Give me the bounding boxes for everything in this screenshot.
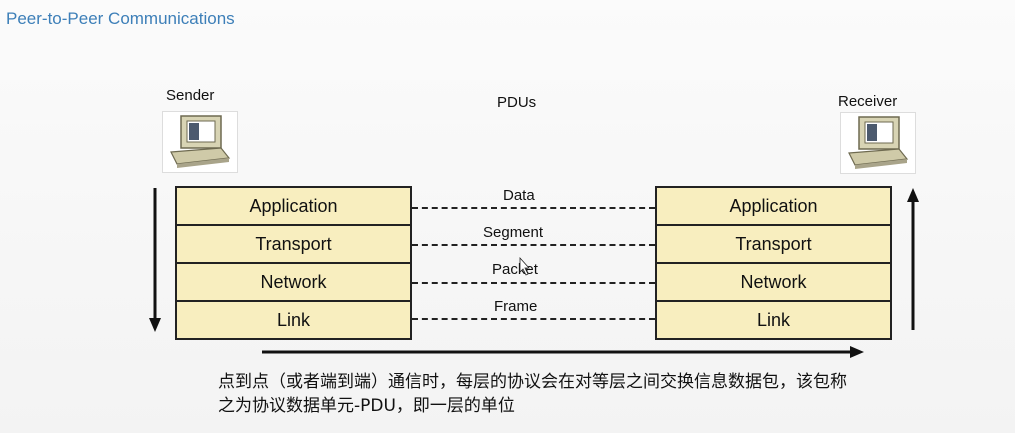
receiver-layer-stack: Application Transport Network Link <box>655 186 892 340</box>
page-title: Peer-to-Peer Communications <box>6 9 235 28</box>
sender-computer-icon <box>162 111 238 173</box>
sender-layer-network: Network <box>177 264 410 302</box>
pdu-line-packet <box>412 282 655 284</box>
down-arrow-icon <box>149 188 161 332</box>
receiver-layer-link: Link <box>756 310 791 330</box>
pdu-line-frame <box>412 318 655 320</box>
sender-layer-link: Link <box>276 310 311 330</box>
caption-text: 点到点（或者端到端）通信时，每层的协议会在对等层之间交换信息数据包，该包称之为协… <box>218 372 847 416</box>
pdu-line-data <box>412 207 655 209</box>
receiver-layer-application: Application <box>657 188 890 226</box>
mouse-cursor-icon <box>519 256 530 276</box>
pdu-label-data: Data <box>503 187 535 204</box>
right-arrow-icon <box>262 346 864 358</box>
up-arrow-icon <box>907 188 919 330</box>
sender-layer-transport: Transport <box>177 226 410 264</box>
sender-label: Sender <box>166 87 215 104</box>
receiver-layer-transport: Transport <box>657 226 890 264</box>
sender-layer-stack: Application Transport Network Link <box>175 186 412 340</box>
pdu-label-frame: Frame <box>494 298 538 315</box>
receiver-label: Receiver <box>838 93 898 110</box>
receiver-computer-icon <box>840 112 916 174</box>
sender-layer-application: Application <box>177 188 410 226</box>
pdus-label: PDUs <box>497 94 537 111</box>
receiver-layer-network: Network <box>657 264 890 302</box>
pdu-line-segment <box>412 244 655 246</box>
pdu-label-segment: Segment <box>483 224 544 241</box>
